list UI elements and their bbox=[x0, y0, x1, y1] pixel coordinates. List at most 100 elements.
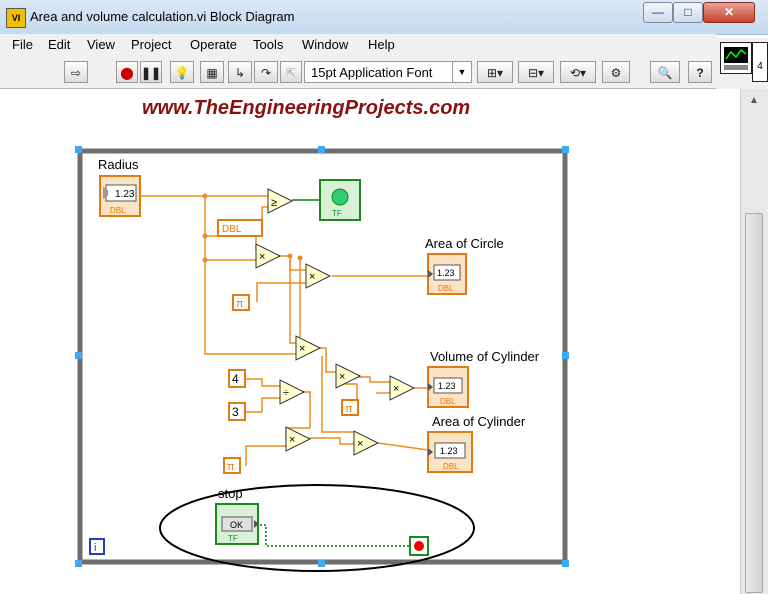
boolean-indicator[interactable]: TF bbox=[319, 179, 361, 221]
stop-label: stop bbox=[218, 486, 243, 501]
iteration-terminal[interactable]: i bbox=[89, 538, 105, 555]
menu-file[interactable]: File bbox=[12, 37, 33, 52]
pause-icon[interactable]: ❚❚ bbox=[140, 61, 162, 83]
chevron-down-icon: ▼ bbox=[452, 62, 471, 82]
constant-three[interactable]: 3 bbox=[228, 402, 246, 421]
multiply-node[interactable]: × bbox=[305, 263, 332, 289]
menu-bar: File Edit View Project Operate Tools Win… bbox=[0, 34, 716, 56]
block-diagram: Radius 1.23 DBL DBL ≥ TF × × × × × bbox=[75, 146, 569, 572]
area-of-cylinder-dbl-tag: DBL bbox=[443, 462, 459, 471]
vi-icon-graphic bbox=[724, 47, 748, 70]
area-of-circle-label: Area of Circle bbox=[425, 236, 504, 251]
pi-constant[interactable]: π bbox=[223, 457, 241, 474]
ok-label: OK bbox=[230, 520, 243, 530]
area-of-circle-dbl-tag: DBL bbox=[438, 284, 454, 293]
multiply-symbol: × bbox=[259, 251, 265, 263]
menu-project[interactable]: Project bbox=[131, 37, 172, 52]
area-of-cylinder-value: 1.23 bbox=[440, 446, 458, 456]
distribute-objects-icon[interactable]: ⊟▾ bbox=[518, 61, 554, 83]
scroll-up-icon[interactable]: ▲ bbox=[749, 95, 759, 106]
multiply-symbol: × bbox=[357, 438, 363, 450]
close-icon[interactable]: ✕ bbox=[703, 2, 755, 23]
font-select-label: 15pt Application Font bbox=[311, 65, 433, 80]
area-of-circle-indicator[interactable]: Area of Circle 1.23 DBL bbox=[425, 236, 504, 295]
radius-label: Radius bbox=[98, 157, 139, 172]
run-arrow-icon[interactable]: ⇨ bbox=[64, 61, 88, 83]
scroll-thumb[interactable] bbox=[745, 213, 763, 593]
search-icon[interactable]: 🔍 bbox=[650, 61, 680, 83]
title-bar: VI Area and volume calculation.vi Block … bbox=[0, 0, 768, 35]
pi-symbol: π bbox=[236, 298, 244, 310]
abort-icon[interactable]: ⬤ bbox=[116, 61, 138, 83]
vertical-scrollbar[interactable]: ▲ bbox=[740, 89, 768, 594]
constant-four-value: 4 bbox=[232, 372, 239, 386]
menu-operate[interactable]: Operate bbox=[190, 37, 237, 52]
area-of-cylinder-indicator[interactable]: Area of Cylinder 1.23 DBL bbox=[427, 414, 526, 473]
step-over-icon[interactable]: ↷ bbox=[254, 61, 278, 83]
minimize-icon[interactable]: — bbox=[643, 2, 673, 23]
menu-help[interactable]: Help bbox=[368, 37, 395, 52]
radius-dbl-tag: DBL bbox=[110, 206, 126, 215]
stop-tf-tag: TF bbox=[228, 534, 238, 543]
volume-of-cylinder-value: 1.23 bbox=[438, 381, 456, 391]
multiply-symbol: × bbox=[299, 343, 305, 355]
vi-icon[interactable] bbox=[720, 42, 752, 74]
pi-constant[interactable]: π bbox=[341, 399, 359, 416]
retain-wire-values-icon[interactable]: ▦ bbox=[200, 61, 224, 83]
labview-app-icon: VI bbox=[6, 8, 26, 28]
multiply-node[interactable]: × bbox=[295, 335, 322, 361]
constant-four[interactable]: 4 bbox=[228, 369, 246, 388]
connector-count: 4 bbox=[757, 61, 763, 72]
green-wires bbox=[260, 199, 410, 547]
multiply-node[interactable]: × bbox=[255, 243, 282, 269]
constant-three-value: 3 bbox=[232, 405, 239, 419]
loop-condition-terminal[interactable] bbox=[409, 536, 429, 556]
pi-symbol: π bbox=[345, 403, 353, 415]
block-diagram-canvas[interactable] bbox=[0, 89, 740, 594]
radius-control[interactable]: Radius 1.23 DBL bbox=[98, 157, 141, 217]
multiply-node[interactable]: × bbox=[285, 426, 312, 452]
font-select[interactable]: 15pt Application Font ▼ bbox=[304, 61, 472, 83]
multiply-symbol: × bbox=[393, 383, 399, 395]
dbl-constant-label: DBL bbox=[222, 224, 242, 235]
toolbar: ⇨ ⬤ ❚❚ 💡 ▦ ↳ ↷ ⇱ 15pt Application Font ▼… bbox=[0, 56, 716, 89]
multiply-node[interactable]: × bbox=[335, 363, 362, 389]
volume-of-cylinder-dbl-tag: DBL bbox=[440, 397, 456, 406]
multiply-symbol: × bbox=[289, 434, 295, 446]
menu-tools[interactable]: Tools bbox=[253, 37, 284, 52]
dbl-constant[interactable]: DBL bbox=[217, 219, 263, 237]
multiply-node[interactable]: × bbox=[353, 430, 380, 456]
help-icon[interactable]: ? bbox=[688, 61, 712, 83]
align-objects-icon[interactable]: ⊞▾ bbox=[477, 61, 513, 83]
multiply-symbol: × bbox=[339, 371, 345, 383]
divide-node[interactable]: ÷ bbox=[279, 379, 306, 405]
volume-of-cylinder-indicator[interactable]: Volume of Cylinder 1.23 DBL bbox=[427, 349, 540, 408]
area-of-circle-value: 1.23 bbox=[437, 268, 455, 278]
menu-view[interactable]: View bbox=[87, 37, 115, 52]
boolean-tf-tag: TF bbox=[332, 209, 342, 218]
multiply-symbol: × bbox=[309, 271, 315, 283]
menu-edit[interactable]: Edit bbox=[48, 37, 71, 52]
greater-or-equal-node[interactable]: ≥ bbox=[267, 188, 294, 214]
reorder-icon[interactable]: ⟲▾ bbox=[560, 61, 596, 83]
connector-pane-terminals[interactable]: 4 bbox=[752, 42, 768, 82]
while-loop[interactable] bbox=[75, 146, 569, 567]
stop-button-control[interactable]: stop OK TF bbox=[215, 486, 259, 545]
iteration-label: i bbox=[94, 542, 96, 554]
compare-symbol: ≥ bbox=[271, 197, 277, 209]
step-into-icon[interactable]: ↳ bbox=[228, 61, 252, 83]
pi-constant[interactable]: π bbox=[232, 294, 250, 311]
area-of-cylinder-label: Area of Cylinder bbox=[432, 414, 526, 429]
multiply-node[interactable]: × bbox=[389, 375, 416, 401]
orange-wires bbox=[140, 195, 429, 466]
clean-up-diagram-icon[interactable]: ⚙ bbox=[602, 61, 630, 83]
step-out-icon[interactable]: ⇱ bbox=[280, 61, 302, 83]
highlight-execution-icon[interactable]: 💡 bbox=[170, 61, 194, 83]
radius-value: 1.23 bbox=[115, 189, 135, 200]
menu-window[interactable]: Window bbox=[302, 37, 349, 52]
window-title: Area and volume calculation.vi Block Dia… bbox=[30, 9, 295, 24]
pi-symbol: π bbox=[227, 461, 235, 473]
maximize-icon[interactable]: □ bbox=[673, 2, 703, 23]
highlight-ellipse bbox=[159, 484, 475, 572]
watermark-text: www.TheEngineeringProjects.com bbox=[142, 97, 471, 119]
